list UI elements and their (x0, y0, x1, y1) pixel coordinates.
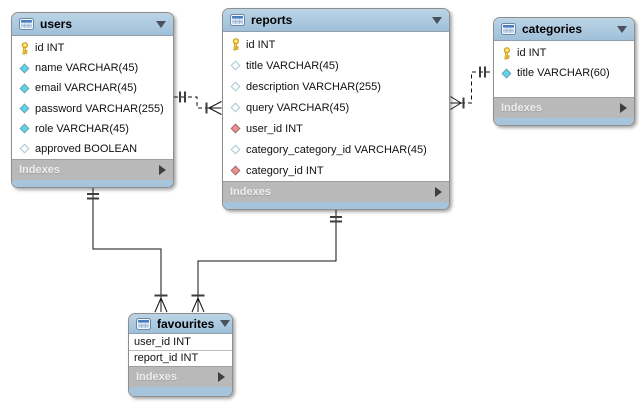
column-row[interactable]: title VARCHAR(45) (223, 55, 449, 76)
triangle-down-icon[interactable] (617, 25, 627, 33)
column-label: password VARCHAR(255) (35, 102, 164, 115)
column-row[interactable]: role VARCHAR(45) (12, 119, 173, 139)
diamond-filled-icon (500, 68, 512, 78)
indexes-label: Indexes (501, 102, 542, 114)
indexes-bar[interactable]: Indexes (129, 366, 232, 387)
column-row[interactable]: report_id INT (129, 351, 232, 367)
table-icon (19, 18, 34, 30)
triangle-right-icon (159, 165, 166, 175)
table-title: categories (522, 22, 583, 36)
table-reports-header[interactable]: reports (223, 9, 449, 32)
table-title: favourites (157, 316, 215, 331)
connector-users-favourites[interactable] (87, 188, 168, 313)
indexes-bar[interactable]: Indexes (12, 159, 173, 180)
indexes-label: Indexes (230, 186, 271, 198)
triangle-right-icon (620, 103, 627, 113)
triangle-down-icon[interactable] (156, 20, 166, 28)
diamond-hollow-icon (229, 144, 241, 155)
column-label: category_category_id VARCHAR(45) (246, 143, 427, 156)
column-row[interactable]: name VARCHAR(45) (12, 58, 173, 78)
column-label: user_id INT (134, 335, 191, 348)
diamond-hollow-icon (229, 102, 241, 113)
column-label: id INT (246, 38, 276, 51)
table-title: reports (251, 13, 293, 27)
one-and-only-one-mark (479, 66, 486, 78)
triangle-down-icon[interactable] (432, 16, 442, 24)
diamond-filled-icon (18, 63, 30, 74)
triangle-down-icon[interactable] (220, 320, 231, 327)
column-label: report_id INT (134, 352, 199, 365)
column-label: user_id INT (246, 122, 303, 135)
diamond-filled-icon (18, 83, 30, 94)
diamond-hollow-icon (229, 60, 241, 71)
one-and-only-one-mark (87, 193, 99, 200)
column-row[interactable]: category_category_id VARCHAR(45) (223, 139, 449, 160)
table-users-columns: id INT name VARCHAR(45) email VARCHAR(45… (12, 36, 173, 159)
column-row[interactable]: id INT (223, 34, 449, 55)
connector-reports-favourites[interactable] (191, 210, 343, 313)
column-row[interactable]: id INT (494, 43, 634, 63)
diamond-filled-icon (18, 123, 30, 134)
table-favourites[interactable]: favourites user_id INT report_id INT Ind… (128, 313, 233, 397)
table-favourites-columns: user_id INT report_id INT (129, 334, 232, 366)
table-icon (136, 317, 151, 330)
column-row[interactable]: approved BOOLEAN (12, 139, 173, 159)
diamond-fk-icon (229, 165, 241, 176)
triangle-right-icon (435, 187, 442, 197)
column-label: approved BOOLEAN (35, 142, 138, 155)
table-icon (230, 14, 245, 26)
triangle-right-icon (218, 372, 225, 382)
column-row[interactable]: id INT (12, 38, 173, 58)
table-users-header[interactable]: users (12, 13, 173, 36)
column-label: title VARCHAR(60) (517, 67, 610, 79)
table-icon (501, 23, 516, 35)
indexes-bar[interactable]: Indexes (494, 97, 634, 118)
column-row[interactable]: user_id INT (223, 118, 449, 139)
column-label: id INT (517, 47, 547, 59)
key-icon (500, 46, 512, 60)
key-icon (229, 38, 241, 51)
column-label: description VARCHAR(255) (246, 80, 381, 93)
column-label: id INT (35, 42, 65, 55)
table-footer (12, 180, 173, 187)
connector-users-reports[interactable] (174, 91, 222, 115)
column-row[interactable]: query VARCHAR(45) (223, 97, 449, 118)
one-and-only-one-mark (330, 216, 342, 223)
column-label: name VARCHAR(45) (35, 62, 139, 75)
table-title: users (40, 17, 73, 31)
indexes-label: Indexes (19, 164, 60, 176)
diamond-hollow-icon (229, 81, 241, 92)
column-row[interactable]: email VARCHAR(45) (12, 78, 173, 98)
column-row[interactable]: description VARCHAR(255) (223, 76, 449, 97)
table-categories-columns: id INT title VARCHAR(60) (494, 41, 634, 97)
one-and-only-one-mark (179, 91, 186, 103)
indexes-label: Indexes (136, 371, 177, 383)
table-favourites-header[interactable]: favourites (129, 314, 232, 334)
key-icon (18, 41, 30, 55)
column-row[interactable]: password VARCHAR(255) (12, 99, 173, 119)
column-row[interactable]: title VARCHAR(60) (494, 63, 634, 83)
column-label: title VARCHAR(45) (246, 59, 339, 72)
column-label: role VARCHAR(45) (35, 122, 129, 135)
column-label: category_id INT (246, 164, 324, 177)
table-footer (494, 118, 634, 125)
table-footer (129, 387, 232, 396)
diamond-fk-icon (229, 123, 241, 134)
indexes-bar[interactable]: Indexes (223, 181, 449, 202)
diamond-hollow-icon (18, 143, 30, 154)
table-users[interactable]: users id INT name VARCHAR(45) email VARC… (11, 12, 174, 188)
column-label: query VARCHAR(45) (246, 101, 350, 114)
table-reports[interactable]: reports id INT title VARCHAR(45) descrip… (222, 8, 450, 210)
connector-categories-reports[interactable] (450, 66, 494, 110)
table-reports-columns: id INT title VARCHAR(45) description VAR… (223, 32, 449, 181)
table-categories[interactable]: categories id INT title VARCHAR(60) Inde… (493, 17, 635, 126)
diamond-filled-icon (18, 103, 30, 114)
column-label: email VARCHAR(45) (35, 82, 137, 95)
table-categories-header[interactable]: categories (494, 18, 634, 41)
table-footer (223, 202, 449, 209)
column-row[interactable]: category_id INT (223, 160, 449, 181)
column-row[interactable]: user_id INT (129, 334, 232, 351)
